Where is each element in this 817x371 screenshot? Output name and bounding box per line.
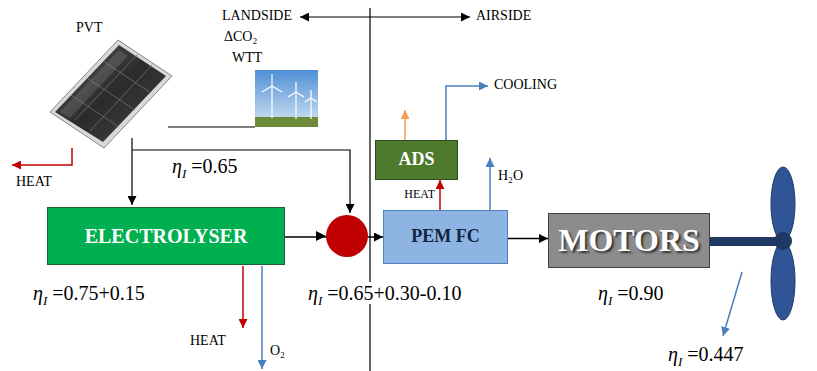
power-wire <box>132 127 350 213</box>
pvt-panel <box>50 40 172 148</box>
arrow-head <box>316 231 326 241</box>
region-label: AIRSIDE <box>476 8 531 23</box>
process-box: MOTORS <box>548 213 710 268</box>
exhaust-arrow <box>404 110 406 140</box>
process-box: ADS <box>375 140 458 180</box>
emission-label: ΔCO₂ <box>224 29 257 44</box>
source-label: PVT <box>76 20 102 35</box>
flow-label: HEAT <box>16 174 52 189</box>
heat-arrow <box>242 266 244 328</box>
box-text: MOTORS <box>558 223 700 258</box>
efficiency-label: ηI =0.75+0.15 <box>33 282 145 304</box>
efficiency-label: ηI =0.90 <box>598 282 664 304</box>
propeller <box>705 167 795 320</box>
box-text: ELECTROLYSER <box>85 225 248 247</box>
flow-label: O₂ <box>270 343 285 358</box>
efficiency-label: ηI =0.65+0.30-0.10 <box>306 282 463 304</box>
process-box: ELECTROLYSER <box>47 207 285 265</box>
process-box: PEM FC <box>383 210 508 264</box>
oxygen-arrow <box>261 266 263 369</box>
box-text: PEM FC <box>411 227 479 247</box>
flow-arrow <box>439 180 441 210</box>
cooling-arrow <box>446 86 488 140</box>
region-label: LANDSIDE <box>222 8 292 23</box>
flow-arrow <box>508 238 548 240</box>
side-divider <box>300 8 470 371</box>
output-arrow <box>723 272 742 336</box>
wind-turbine-photo <box>255 70 318 127</box>
junction-circle <box>326 215 368 257</box>
water-arrow <box>489 158 491 210</box>
flow-label: COOLING <box>494 77 557 92</box>
flow-label: H₂O <box>498 168 523 183</box>
efficiency-label: ηI =0.447 <box>668 343 744 365</box>
heat-arrow <box>12 148 72 165</box>
source-label: WTT <box>232 50 262 65</box>
box-text: ADS <box>398 150 434 170</box>
efficiency-label: ηI =0.65 <box>172 155 238 177</box>
flow-label: HEAT <box>404 188 435 201</box>
flow-label: HEAT <box>190 333 226 348</box>
